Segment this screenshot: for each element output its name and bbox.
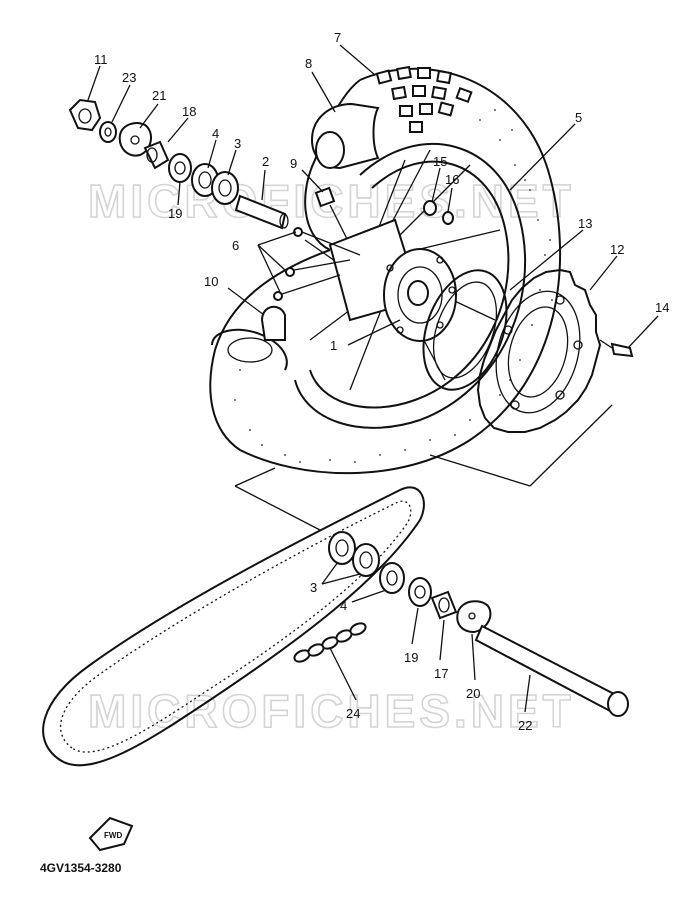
leader-lines-lower <box>321 561 531 713</box>
callout-label: 19 <box>168 206 182 221</box>
svg-text:FWD: FWD <box>104 831 122 840</box>
watermark-bottom: MICROFICHES.NET <box>88 685 575 737</box>
callout-label: 11 <box>94 52 108 67</box>
collar-lower <box>430 590 458 620</box>
axle-nut <box>68 98 102 132</box>
spacer-lower <box>379 562 405 594</box>
callout-label: 7 <box>334 30 341 45</box>
forward-arrow-icon: FWD <box>88 816 134 852</box>
chain-puller-left <box>118 122 152 157</box>
callout-label: 16 <box>445 172 459 187</box>
rear-rim <box>294 142 527 429</box>
callout-label: 22 <box>518 718 532 733</box>
rear-sprocket <box>476 268 602 433</box>
callout-label: 21 <box>152 88 166 103</box>
callout-label: 19 <box>404 650 418 665</box>
callout-label: 2 <box>262 154 269 169</box>
spacer <box>234 194 289 230</box>
hub <box>328 218 457 342</box>
spoke-nipples <box>273 227 361 301</box>
callout-label: 4 <box>212 126 219 141</box>
tube-valve <box>260 305 286 341</box>
callout-label: 17 <box>434 666 448 681</box>
callout-label: 15 <box>433 154 447 169</box>
callout-label: 8 <box>305 56 312 71</box>
callout-label: 1 <box>330 338 337 353</box>
callout-label: 9 <box>290 156 297 171</box>
valve <box>314 186 336 208</box>
callout-label: 18 <box>182 104 196 119</box>
callout-label: 24 <box>346 706 360 721</box>
chain-puller-right <box>456 600 492 634</box>
bearings-lower <box>328 531 380 577</box>
oil-seal-lower <box>408 577 432 607</box>
leader-lines-wheel <box>87 44 659 349</box>
callout-label: 12 <box>610 242 624 257</box>
sprocket-bolt <box>599 339 634 358</box>
oil-seal-left <box>168 153 192 183</box>
callout-label: 20 <box>466 686 480 701</box>
callout-label: 14 <box>655 300 669 315</box>
part-code: 4GV1354-3280 <box>40 861 122 875</box>
collar-left <box>143 140 170 170</box>
callout-label: 23 <box>122 70 136 85</box>
bearing-left-b <box>211 171 239 205</box>
callout-label: 3 <box>310 580 317 595</box>
washer <box>99 121 117 143</box>
callout-label: 13 <box>578 216 592 231</box>
callout-label: 10 <box>204 274 218 289</box>
callout-label: 4 <box>340 598 347 613</box>
rim-band <box>310 102 380 170</box>
callout-label: 3 <box>234 136 241 151</box>
rear-axle <box>474 624 629 717</box>
projection-lines <box>234 404 613 531</box>
callout-label: 5 <box>575 110 582 125</box>
callout-labels: 7 8 5 9 15 16 13 12 14 10 1 2 3 4 18 21 … <box>94 30 669 733</box>
callout-label: 6 <box>232 238 239 253</box>
disc-bolts <box>423 200 454 225</box>
drive-chain <box>42 486 425 767</box>
rear-tire <box>209 65 562 475</box>
